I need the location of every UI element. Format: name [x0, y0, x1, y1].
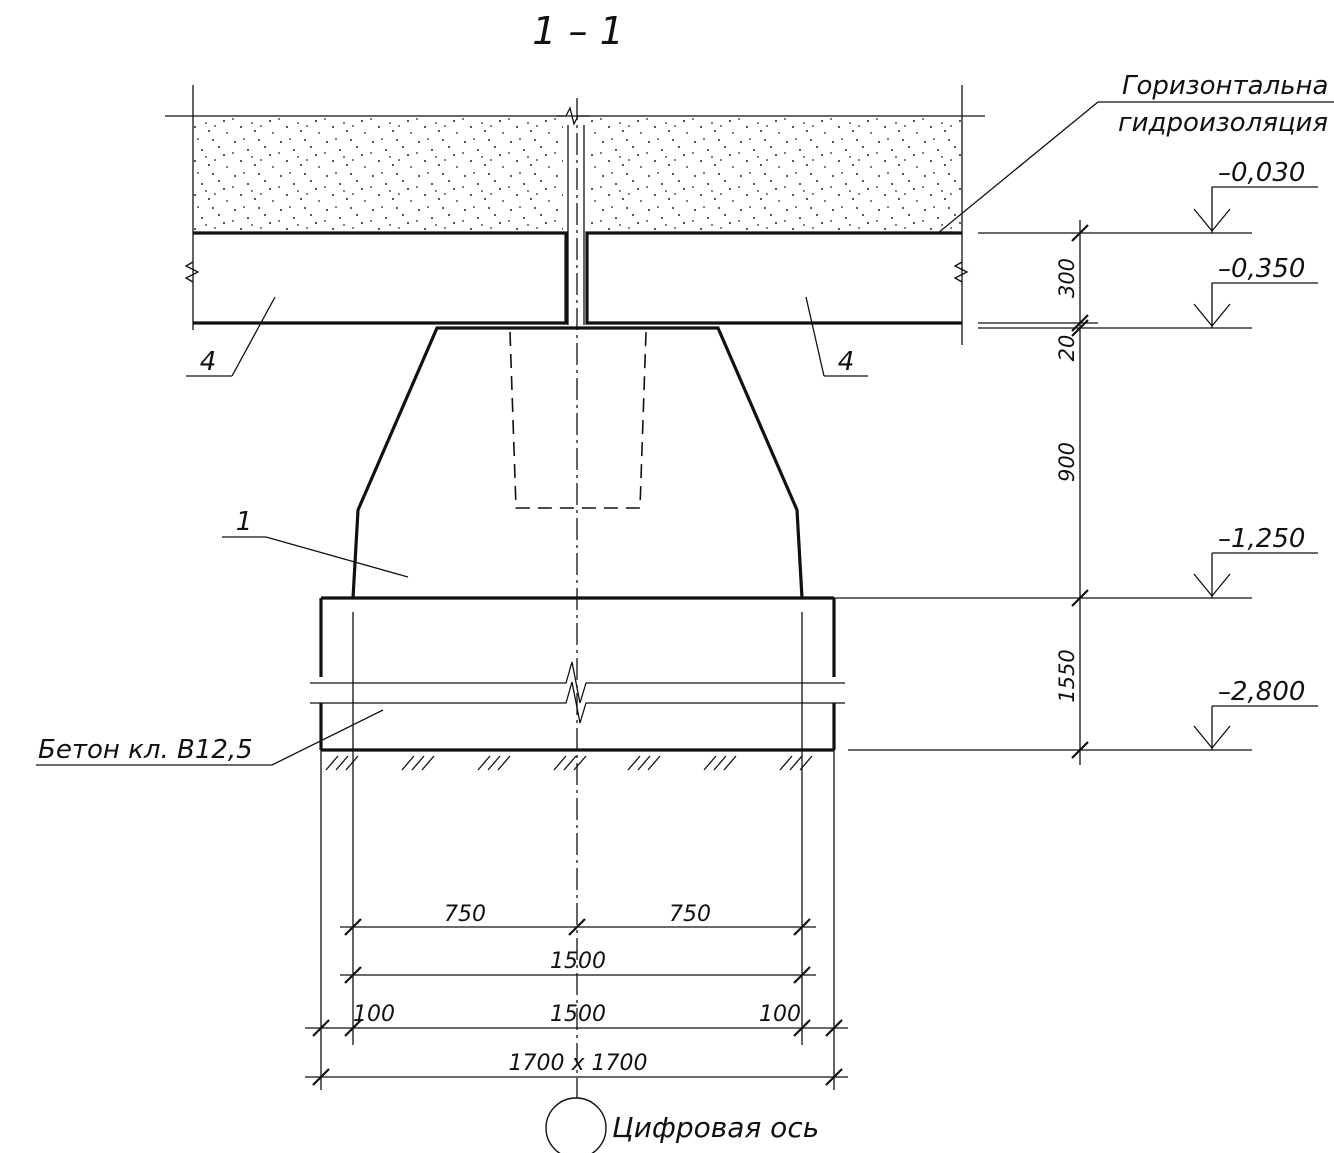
- dim-750-right: 750: [669, 902, 711, 927]
- elevation-label: –0,350: [1218, 254, 1305, 284]
- axis-label: Цифровая ось: [612, 1111, 819, 1144]
- dim-1500-width: 1500: [550, 949, 606, 974]
- elevation-label: –2,800: [1218, 677, 1305, 707]
- part-mark-column-base: 1: [222, 507, 409, 578]
- vertical-dimension-chain: [1071, 220, 1089, 765]
- dim-100-right: 100: [759, 1002, 801, 1027]
- part-mark-label: 4: [200, 347, 217, 377]
- axis-bubble: [545, 1097, 607, 1153]
- floor-layer: [165, 85, 985, 345]
- concrete-label-callout: Бетон кл. B12,5: [36, 709, 384, 766]
- elevation-mark-1: –0,030: [1193, 158, 1318, 233]
- callout-line-2: гидроизоляция: [1118, 108, 1328, 138]
- waterproofing-callout: Горизонтальна гидроизоляция: [937, 71, 1334, 234]
- floor-slabs: [193, 231, 962, 325]
- part-mark-label: 1: [236, 507, 253, 537]
- dim-overall: 1700 x 1700: [509, 1051, 648, 1076]
- part-mark-slab-right: 4: [805, 296, 868, 377]
- dim-20: 20: [1055, 335, 1079, 362]
- elevation-mark-2: –0,350: [1193, 254, 1318, 328]
- section-title: 1 – 1: [532, 9, 624, 53]
- dim-1550: 1550: [1055, 649, 1079, 702]
- concrete-label: Бетон кл. B12,5: [38, 735, 253, 765]
- soil-hatching: [325, 755, 813, 771]
- part-mark-slab-left: 4: [186, 296, 276, 377]
- part-mark-label: 4: [838, 347, 855, 377]
- horizontal-dimensions: [305, 918, 848, 1086]
- callout-line-1: Горизонтальна: [1122, 71, 1328, 101]
- dim-1500-inner: 1500: [550, 1002, 606, 1027]
- elevation-mark-3: –1,250: [1193, 524, 1318, 598]
- dim-750-left: 750: [444, 902, 486, 927]
- elevation-label: –0,030: [1218, 158, 1305, 188]
- elevation-label: –1,250: [1218, 524, 1305, 554]
- dim-900: 900: [1055, 442, 1079, 482]
- dim-100-left: 100: [353, 1002, 395, 1027]
- dim-300: 300: [1055, 258, 1079, 298]
- elevation-mark-4: –2,800: [1193, 677, 1318, 750]
- extension-lines: [320, 232, 1252, 1090]
